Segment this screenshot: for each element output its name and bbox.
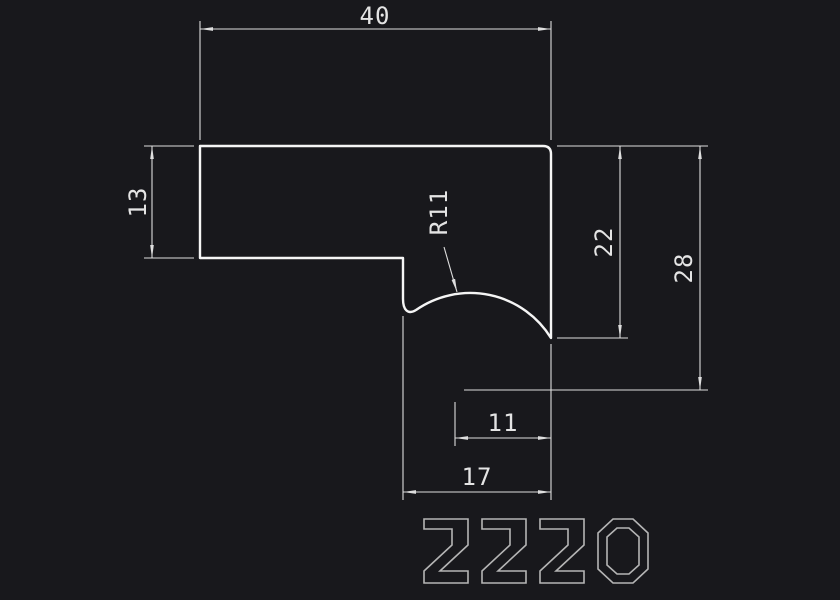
dim-r11-leader-line bbox=[443, 246, 458, 293]
dim-40-label: 40 bbox=[360, 2, 391, 30]
dimension-radius: R11 bbox=[425, 189, 458, 293]
dimension-overall-height: 28 bbox=[464, 146, 708, 391]
dimension-top-width: 40 bbox=[199, 2, 552, 140]
part-number-digit bbox=[539, 518, 585, 584]
dim-22-label: 22 bbox=[590, 227, 618, 258]
dimension-inner-width: 11 bbox=[454, 344, 552, 500]
part-number-digit bbox=[597, 518, 649, 584]
dim-11-label: 11 bbox=[488, 409, 519, 437]
dim-28-label: 28 bbox=[670, 253, 698, 284]
part-number-digit bbox=[481, 518, 527, 584]
part-number-digit bbox=[423, 518, 469, 584]
dim-13-label: 13 bbox=[124, 187, 152, 218]
dim-r11-label: R11 bbox=[425, 189, 453, 235]
dimension-right-height: 22 bbox=[557, 145, 708, 339]
dim-17-label: 17 bbox=[462, 463, 493, 491]
dimension-notch-width: 17 bbox=[402, 316, 551, 500]
profile-outline bbox=[198, 144, 553, 340]
dimension-left-height: 13 bbox=[124, 145, 194, 259]
part-number-glyphs bbox=[423, 518, 649, 584]
